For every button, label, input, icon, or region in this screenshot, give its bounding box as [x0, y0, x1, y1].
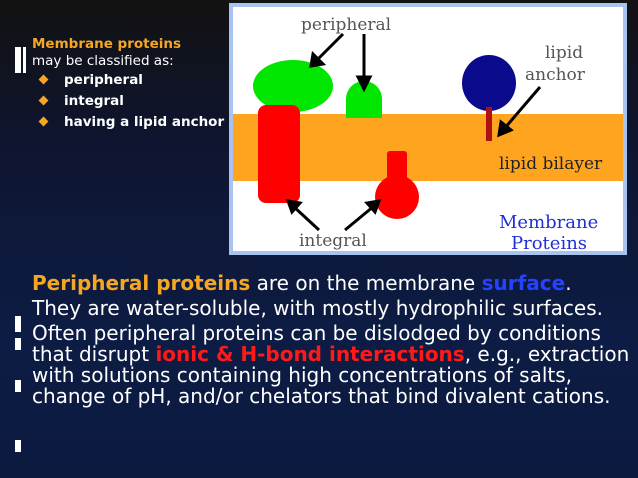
decor-bar [23, 47, 26, 73]
label-lipid-bilayer: lipid bilayer [499, 154, 603, 174]
list-item: peripheral [32, 72, 227, 89]
classification-panel: Membrane proteins may be classified as: … [32, 36, 227, 131]
lipid-anchored-protein [462, 55, 516, 111]
membrane-diagram: peripheral lipid anchor lipid bilayer in… [229, 3, 627, 255]
panel-subtitle: may be classified as: [32, 53, 174, 69]
decor-bar [15, 440, 21, 452]
arrows [285, 32, 542, 232]
integral-protein-transmembrane [258, 105, 300, 203]
decor-bar [15, 316, 21, 332]
decor-bar [15, 380, 21, 392]
label-anchor: anchor [525, 65, 585, 85]
peripheral-protein-small [346, 81, 382, 118]
arrow-anchor [502, 86, 542, 130]
label-membrane: Membrane [499, 212, 599, 233]
arrow-head [364, 199, 382, 215]
paragraph-dislodged: Often peripheral proteins can be dislodg… [32, 321, 630, 408]
classification-list: peripheral integral having a lipid ancho… [32, 72, 227, 131]
decor-bar [15, 47, 21, 73]
paragraph-water-soluble: They are water-soluble, with mostly hydr… [32, 296, 604, 320]
arrow-head [497, 119, 514, 138]
integral-protein-head [375, 175, 419, 219]
peripheral-protein-large [253, 60, 333, 112]
decor-bar [15, 338, 21, 350]
arrow-peripheral-left [313, 32, 345, 64]
label-integral: integral [299, 231, 367, 251]
list-item: integral [32, 93, 227, 110]
label-lipid: lipid [545, 43, 584, 63]
panel-title: Membrane proteins [32, 36, 182, 52]
arrow-integral-right [344, 204, 375, 232]
arrow-head [309, 50, 327, 68]
label-peripheral: peripheral [301, 15, 392, 35]
paragraph-peripheral-surface: Peripheral proteins are on the membrane … [32, 271, 572, 295]
label-proteins: Proteins [511, 233, 588, 254]
diamond-bullet-icon [38, 95, 49, 106]
lipid-anchor [486, 107, 492, 141]
arrow-integral-left [291, 204, 321, 232]
diagram-shapes [253, 32, 542, 232]
arrow-head [285, 199, 303, 215]
list-item: having a lipid anchor [32, 114, 227, 131]
slide-body: Peripheral proteins are on the membrane … [32, 273, 632, 411]
diamond-bullet-icon [38, 116, 49, 127]
diamond-bullet-icon [38, 74, 49, 85]
arrow-head [355, 75, 373, 93]
